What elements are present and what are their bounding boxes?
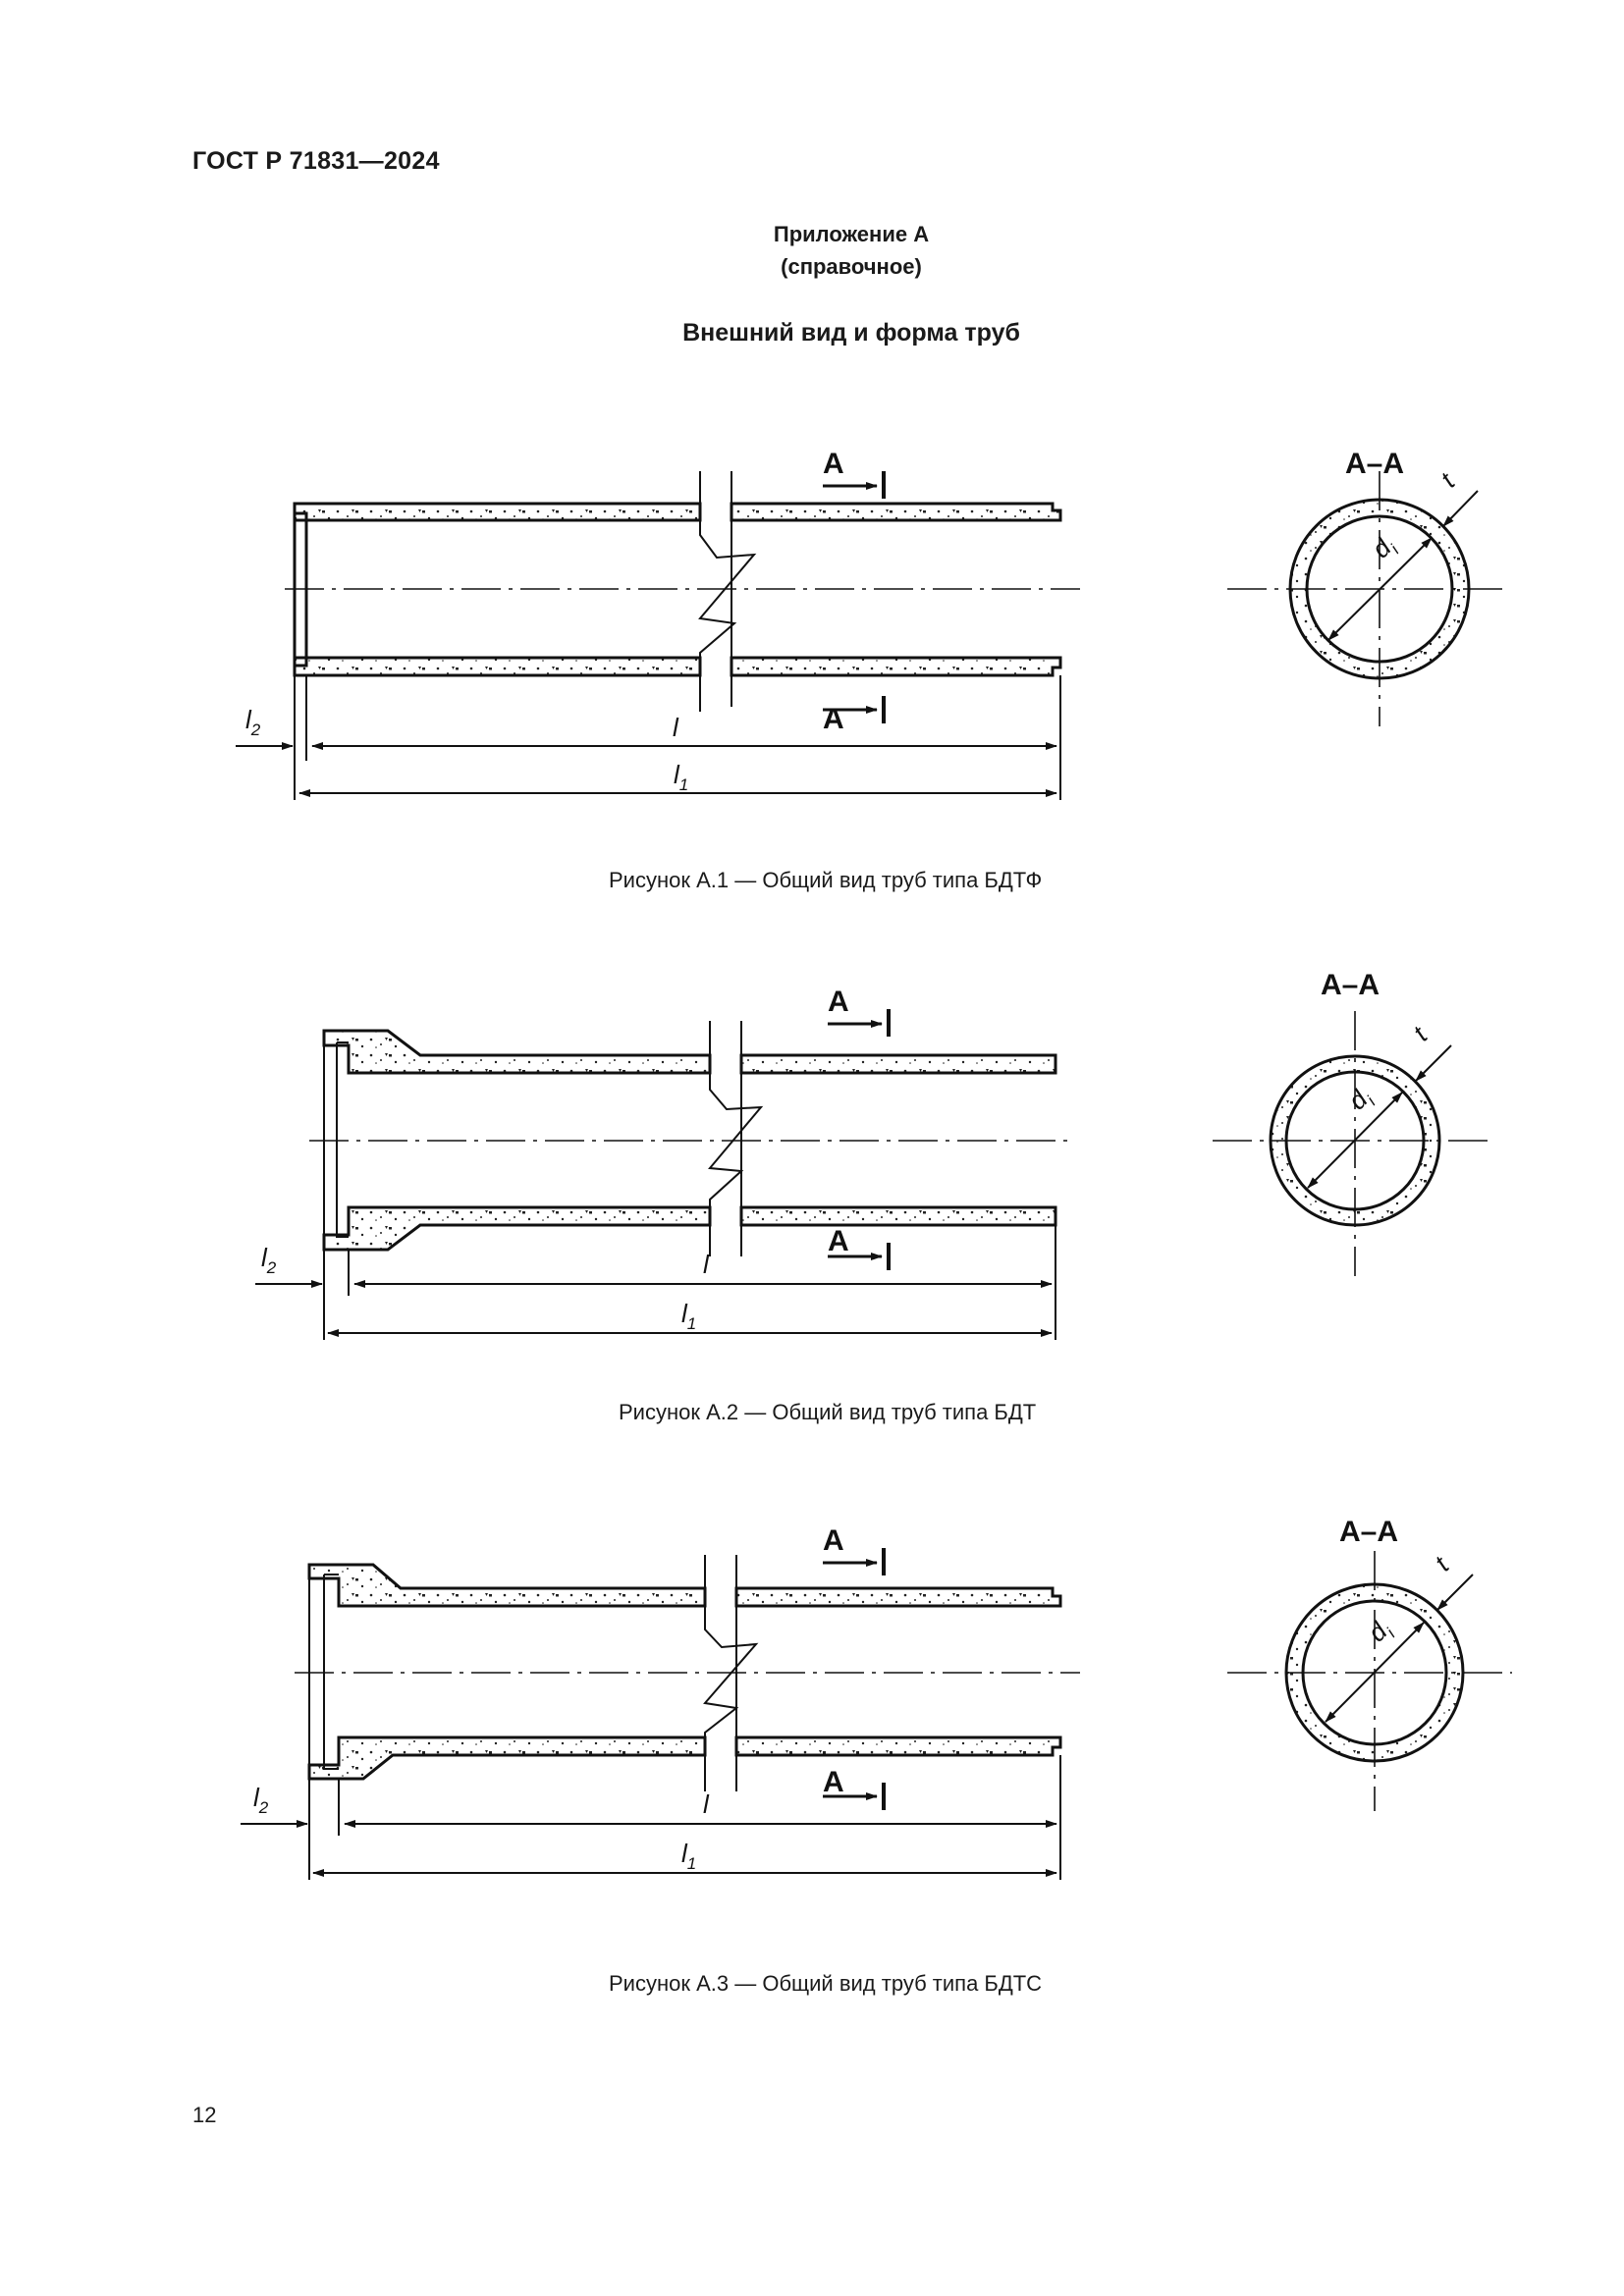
dimension-l1-label: l1	[674, 760, 688, 794]
dimension-l2-label: l2	[253, 1783, 269, 1817]
cut-marker-top: А	[828, 986, 849, 1018]
pipe-bell-top	[307, 1563, 707, 1608]
cut-marker-bottom: А	[823, 703, 844, 735]
section-label: А–А	[1339, 1516, 1398, 1548]
pipe-break-line	[708, 1021, 764, 1256]
pipe-bell-bottom	[322, 1205, 712, 1252]
cut-marker-top: А	[823, 1524, 844, 1557]
figure-a3-drawing: А А l l1 l2 А–А di t	[241, 1516, 1512, 1880]
figure-a1-caption: Рисунок А.1 — Общий вид труб типа БДТФ	[609, 868, 1043, 892]
cut-marker-bottom: А	[828, 1225, 849, 1257]
diameter-line	[1307, 1092, 1403, 1189]
document-header: ГОСТ Р 71831—2024	[192, 147, 440, 175]
dimension-l2-label: l2	[245, 705, 261, 739]
cut-marker-top: А	[823, 448, 844, 480]
pipe-wall-bottom-left	[293, 656, 702, 677]
pipe-wall-bottom-right	[730, 656, 1062, 677]
thickness-line	[1436, 1574, 1474, 1611]
appendix-note: (справочное)	[781, 254, 922, 279]
section-label: А–А	[1345, 448, 1404, 480]
thickness-label: t	[1429, 1550, 1456, 1577]
pipe-wall-top-left	[293, 502, 702, 522]
dimension-l2-label: l2	[261, 1243, 277, 1277]
pipe-wall-top-right	[739, 1053, 1057, 1075]
dimension-l-label: l	[703, 1250, 710, 1279]
pipe-wall-bottom-right	[734, 1735, 1062, 1757]
figure-a2-drawing: А А l l1 l2 А–А di t	[255, 969, 1492, 1340]
cut-marker-bottom: А	[823, 1766, 844, 1798]
thickness-line	[1415, 1044, 1452, 1082]
thickness-line	[1442, 490, 1479, 527]
pipe-wall-bottom-right	[739, 1205, 1057, 1227]
thickness-label: t	[1435, 466, 1462, 494]
pipe-wall-top-right	[734, 1586, 1062, 1608]
thickness-label: t	[1407, 1020, 1435, 1047]
pipe-bell-top	[322, 1029, 712, 1075]
figure-a1-drawing: А А l l1 l2 А–А di t	[236, 448, 1507, 800]
pipe-wall-top-right	[730, 502, 1062, 522]
diameter-line	[1325, 1622, 1425, 1723]
pipe-bell-bottom	[307, 1735, 707, 1781]
page-number: 12	[192, 2103, 217, 2127]
pipe-break-line	[703, 1555, 759, 1791]
pipe-break-line	[698, 471, 757, 712]
figure-a3-caption: Рисунок А.3 — Общий вид труб типа БДТС	[609, 1971, 1043, 1996]
dimension-l1-label: l1	[681, 1839, 696, 1873]
dimension-l-label: l	[703, 1789, 710, 1819]
section-label: А–А	[1321, 969, 1380, 1001]
dimension-l1-label: l1	[681, 1299, 696, 1333]
appendix-title: Приложение А	[773, 222, 930, 246]
diameter-line	[1327, 537, 1433, 641]
dimension-l-label: l	[673, 713, 679, 742]
figure-a2-caption: Рисунок А.2 — Общий вид труб типа БДТ	[619, 1400, 1037, 1424]
section-title: Внешний вид и форма труб	[682, 319, 1020, 347]
